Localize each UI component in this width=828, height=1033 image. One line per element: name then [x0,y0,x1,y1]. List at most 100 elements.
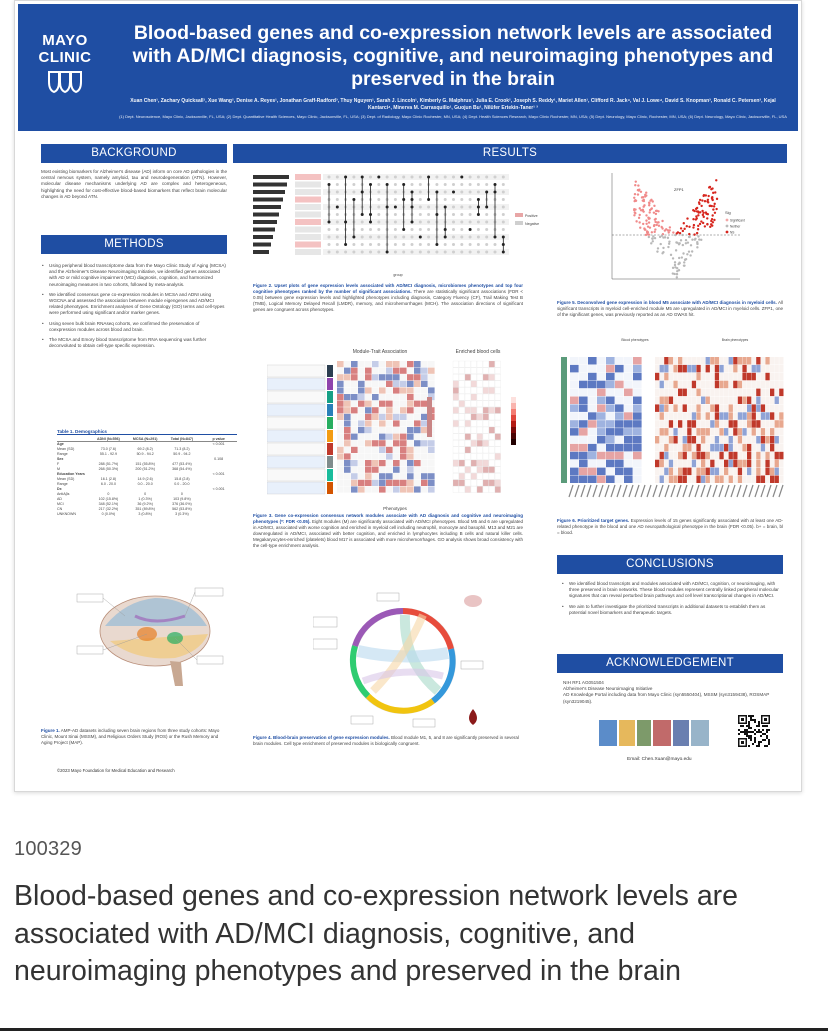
poster-id: 100329 [14,838,82,860]
figure3-text: Eight modules (M) are significantly asso… [253,519,523,548]
table-row: Age< 0.001 [57,442,237,447]
background-heading: BACKGROUND [41,144,227,163]
upset-xlabel: group [393,273,402,277]
table-cell: 351 (89.8%) [135,507,155,511]
poster-authors: Xuan Chen¹, Zachary Quicksall¹, Xue Wang… [130,98,776,111]
poster-thumbnail[interactable]: MAYO CLINIC Blood-based genes and co-exp… [14,0,802,792]
table-cell: 0.108 [214,457,224,461]
ack-line: NIH RF1 AG051504 [563,680,604,685]
brain-regions-figure [76,587,224,686]
table-cell: F [57,462,60,466]
table-cell: 50.9 - 94.2 [136,452,154,456]
conclusion-bullet: We identified blood transcripts and modu… [561,581,783,600]
table-row: Education Years < 0.001 [57,472,237,477]
conclusion-bullet: We aim to further investigate the priori… [561,604,783,616]
figure6-label: Figure 6. Prioritized target genes. [557,518,630,523]
fig3-left-title: Module-Trait Association [352,349,408,355]
acknowledgement-text: NIH RF1 AG051504 Alzheimer's Disease Neu… [563,680,783,705]
listing-title[interactable]: Blood-based genes and co-expression netw… [14,880,739,987]
table-header-row: ADNI (N=556) MCSA (N=291) Total (N=847) … [57,437,237,442]
methods-bullet: Using peripheral blood transcriptome dat… [41,263,227,288]
figure5-label: Figure 5. Deconvolved gene expression in… [557,300,777,305]
table-cell: Education Years [57,472,85,476]
table-cell: Mean (SD) [57,477,75,481]
table-cell: AntiAβs [57,492,70,496]
table-cell: M [57,467,60,471]
table-cell: 0.0 - 20.0 [174,482,190,486]
figure4-caption: Figure 4. Blood-brain preservation of ge… [253,735,523,747]
acknowledgement-heading: ACKNOWLEDGEMENT [557,654,783,673]
table-cell: Dx [57,487,62,491]
table-cell: 0 [180,492,183,496]
volcano-legend-item: NS [730,231,734,235]
table-header-cell: p value [212,437,225,441]
table-cell: MCI [57,502,64,506]
mayo-clinic-logo: MAYO CLINIC [32,32,98,99]
fig3-xlabel: Phenotypes [383,506,407,511]
table-row: Mean (SD) 16.1 (2.8) 14.9 (2.6) 15.8 (2.8) [57,477,237,482]
table-cell: UNKNOWN [57,512,76,516]
table-header-cell [57,437,90,441]
table-cell: 151 (55.8%) [135,462,155,466]
table-cell: 288 (51.7%) [98,462,119,466]
table-cell: Range [57,482,68,486]
figure1-text: AMP-AD datasets including seven brain re… [41,728,220,745]
table-header-cell: MCSA (N=291) [132,437,158,441]
figure3-label: Figure 3. Gene co-expression consensus n… [253,513,523,524]
methods-bullet: We identified consensus gene co-expressi… [41,292,227,317]
module-trait-heatmap [267,360,516,495]
ack-line: Alzheimer's Disease Neuroimaging Initiat… [563,686,653,692]
table-header-cell: Total (N=847) [170,437,194,441]
table-cell [200,512,237,517]
figure4-text: Blood module M1, 5, and 8 are significan… [253,735,519,746]
figure1-caption: Figure 1. AMP-AD datasets including seve… [41,728,227,746]
table-cell: < 0.001 [212,472,225,476]
conclusions-list: We identified blood transcripts and modu… [561,581,783,620]
volcano-plot: ZFP1 Sig Significant Neither NS [611,173,745,280]
table-cell: 3 (0.3%) [175,512,189,516]
table-cell: 3 (0.8%) [138,512,152,516]
table-title: Table 1. Demographics [57,429,237,435]
upset-legend-positive: Positive [525,214,538,218]
figure5-text: All significant transcripts in myeloid c… [557,300,783,317]
logo-text-line2: CLINIC [38,49,92,66]
upset-legend-negative: Negative [525,222,539,226]
table-cell: 562 (53.8%) [172,507,192,511]
table-cell: 102 (15.8%) [98,497,119,501]
fig6-left-title: Blood phenotypes [621,338,649,342]
copyright-note: ©2023 Mayo Foundation for Medical Educat… [57,768,175,773]
table-cell: AD [57,497,62,501]
contact-email[interactable]: Email: Chen.Xuan@mayo.edu [627,757,692,762]
conclusions-heading: CONCLUSIONS [557,555,783,574]
methods-heading: METHODS [41,235,227,254]
figure2-label: Figure 2. Upset plots of gene expression… [253,283,523,294]
bottom-divider [0,1028,828,1031]
figure2-caption: Figure 2. Upset plots of gene expression… [253,283,523,313]
methods-bullet: Using seven bulk brain RNAseq cohorts, w… [41,321,227,333]
table-cell: 15.8 (2.8) [174,477,190,481]
table-cell: 16.1 (2.8) [100,477,117,481]
table-cell: 14.9 (2.6) [137,477,153,481]
volcano-legend-item: Neither [730,225,741,229]
figure5-caption: Figure 5. Deconvolved gene expression in… [557,300,783,318]
table-cell: 73.0 (7.6) [100,447,117,451]
table-cell: 36 (9.2%) [137,502,153,506]
table-cell: 55.1 - 92.9 [99,452,118,456]
table-cell: CN [57,507,63,511]
funding-logos [599,720,709,746]
volcano-legend-title: Sig [725,210,731,215]
table-cell: 0 [107,492,110,496]
table-cell: 71.3 (8.2) [174,447,190,451]
background-text: Most existing biomarkers for Alzheimer's… [41,169,227,199]
qr-code-icon[interactable] [737,714,771,748]
